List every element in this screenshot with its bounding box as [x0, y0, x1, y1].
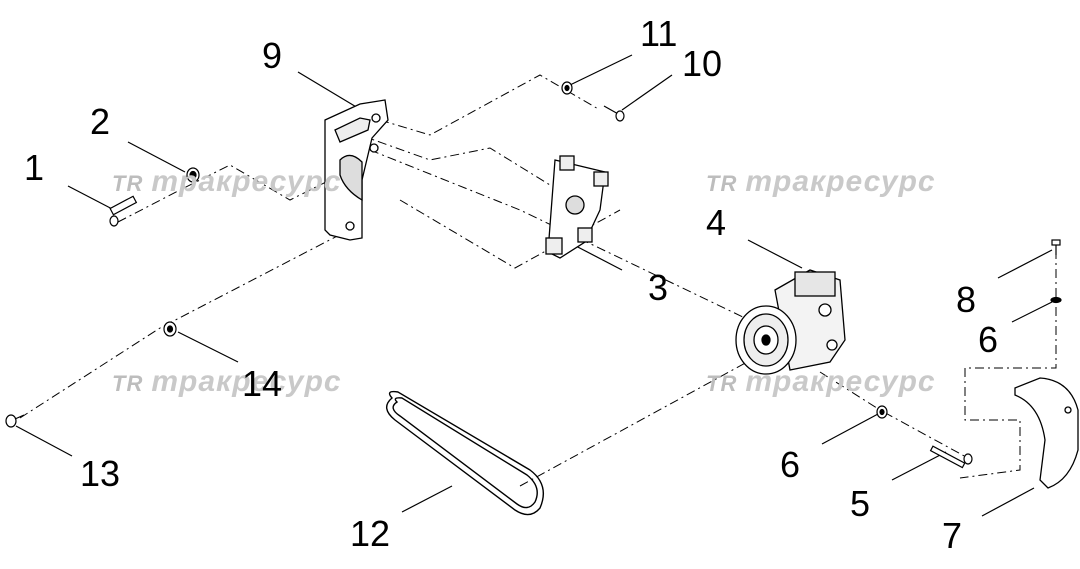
mounting-plate-part-3: [545, 155, 609, 259]
leader-12: [401, 485, 453, 513]
bolt-part-13: [5, 414, 25, 428]
bolt-part-1: [109, 195, 138, 227]
callout-1: 1: [24, 147, 45, 188]
washer-part-6-lower: [876, 405, 888, 419]
bolt-part-5: [929, 445, 973, 469]
leader-9: [297, 71, 359, 109]
leader-1: [67, 185, 119, 213]
cover-part-7: [1014, 377, 1079, 489]
callout-7: 7: [942, 515, 963, 556]
leader-8: [997, 249, 1053, 279]
assembly-line-bolt1: [117, 164, 331, 223]
washer-part-6-upper: [1050, 296, 1062, 304]
assembly-line-bracket-plate: [359, 134, 551, 186]
leader-11: [569, 54, 633, 86]
callout-6-upper: 6: [978, 319, 999, 360]
callout-5: 5: [850, 483, 871, 524]
washer-part-2: [186, 167, 200, 183]
callout-9: 9: [262, 35, 283, 76]
leader-14: [177, 331, 239, 363]
assembly-line-cover: [959, 250, 1057, 479]
callout-4: 4: [706, 202, 727, 243]
callout-14: 14: [242, 363, 283, 404]
assembly-line-left-long: [19, 231, 346, 419]
assembly-line-compressor: [369, 149, 771, 331]
leader-4: [747, 239, 803, 269]
callout-13: 13: [80, 453, 121, 494]
callout-12: 12: [350, 513, 391, 554]
callout-6-lower: 6: [780, 444, 801, 485]
callout-8: 8: [956, 279, 977, 320]
bracket-part-9: [324, 99, 389, 241]
callout-2: 2: [90, 101, 111, 142]
leader-13: [15, 425, 73, 457]
callout-10: 10: [682, 43, 723, 84]
leader-2: [127, 141, 186, 173]
washer-part-11: [561, 81, 573, 95]
leader-10: [621, 74, 673, 111]
leader-3: [571, 243, 623, 271]
callout-11: 11: [640, 13, 678, 54]
belt-part-12: [386, 390, 544, 516]
compressor-part-4: [735, 269, 846, 375]
leader-5: [891, 451, 947, 481]
bolt-part-10: [603, 105, 625, 122]
callout-3: 3: [648, 267, 669, 308]
leader-7: [981, 487, 1035, 517]
leader-6a: [821, 413, 879, 445]
assembly-line-belt: [519, 354, 761, 487]
leader-6b: [1011, 301, 1053, 323]
screw-part-8: [1051, 239, 1061, 255]
washer-part-14: [163, 321, 177, 337]
